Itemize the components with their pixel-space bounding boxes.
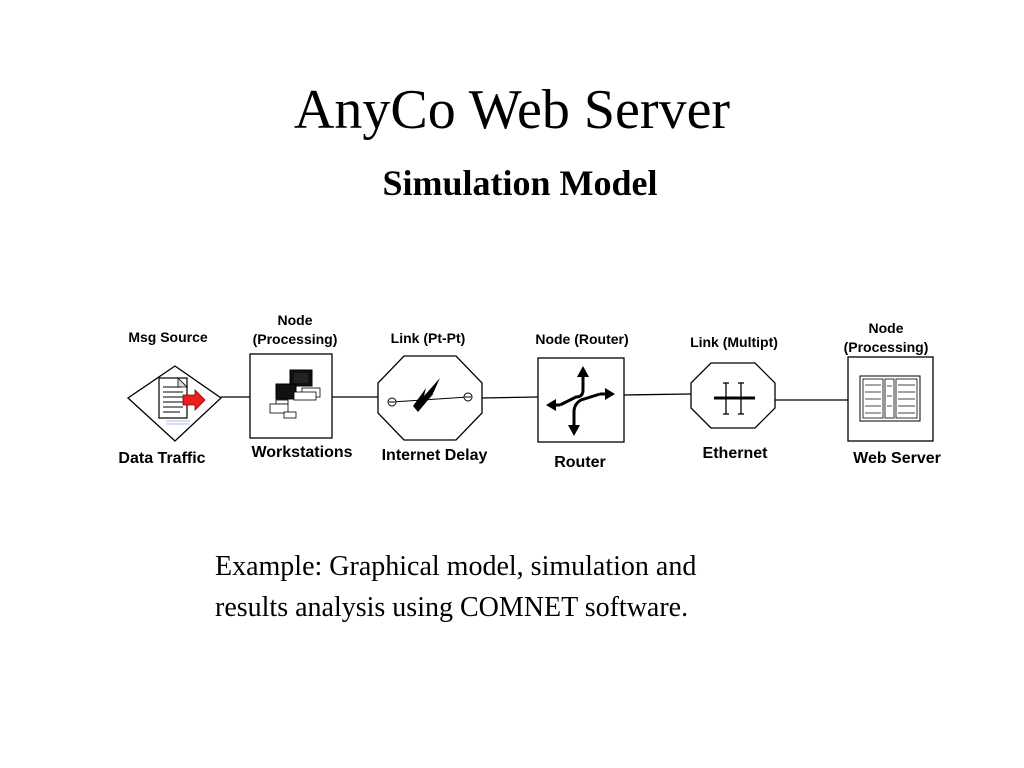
caption-line-2: results analysis using COMNET software.: [215, 592, 689, 623]
slide-title: AnyCo Web Server: [293, 79, 731, 141]
web-server-label: Web Server: [853, 450, 941, 467]
connections: [221, 393, 848, 401]
slide-subtitle: Simulation Model: [382, 163, 658, 203]
ethernet-label: Ethernet: [702, 445, 768, 462]
workstations-icon: [249, 353, 333, 439]
data-traffic-label: Data Traffic: [118, 450, 206, 467]
connection-internet-router: [481, 396, 539, 399]
ethernet-icon: [690, 362, 776, 429]
caption: Example: Graphical model, simulation and…: [215, 546, 835, 628]
workstations-label: Workstations: [251, 444, 353, 461]
internet-delay-icon: [377, 355, 483, 441]
caption-line-1: Example: Graphical model, simulation and: [215, 551, 697, 582]
msg-source-type-label: Msg Source: [128, 329, 208, 345]
router-type-label: Node (Router): [535, 331, 629, 347]
web-server-icon: [847, 356, 934, 442]
router-label: Router: [554, 454, 606, 471]
msg-source-icon: [126, 365, 223, 442]
workstations-type-label: Node (Processing): [252, 312, 338, 347]
web-server-type-label: Node (Processing): [843, 320, 929, 355]
internet-delay-label: Internet Delay: [381, 447, 488, 464]
connection-router-ethernet: [623, 393, 692, 396]
ethernet-type-label: Link (Multipt): [690, 334, 778, 350]
internet-delay-type-label: Link (Pt-Pt): [390, 330, 466, 346]
router-icon: [537, 357, 625, 443]
